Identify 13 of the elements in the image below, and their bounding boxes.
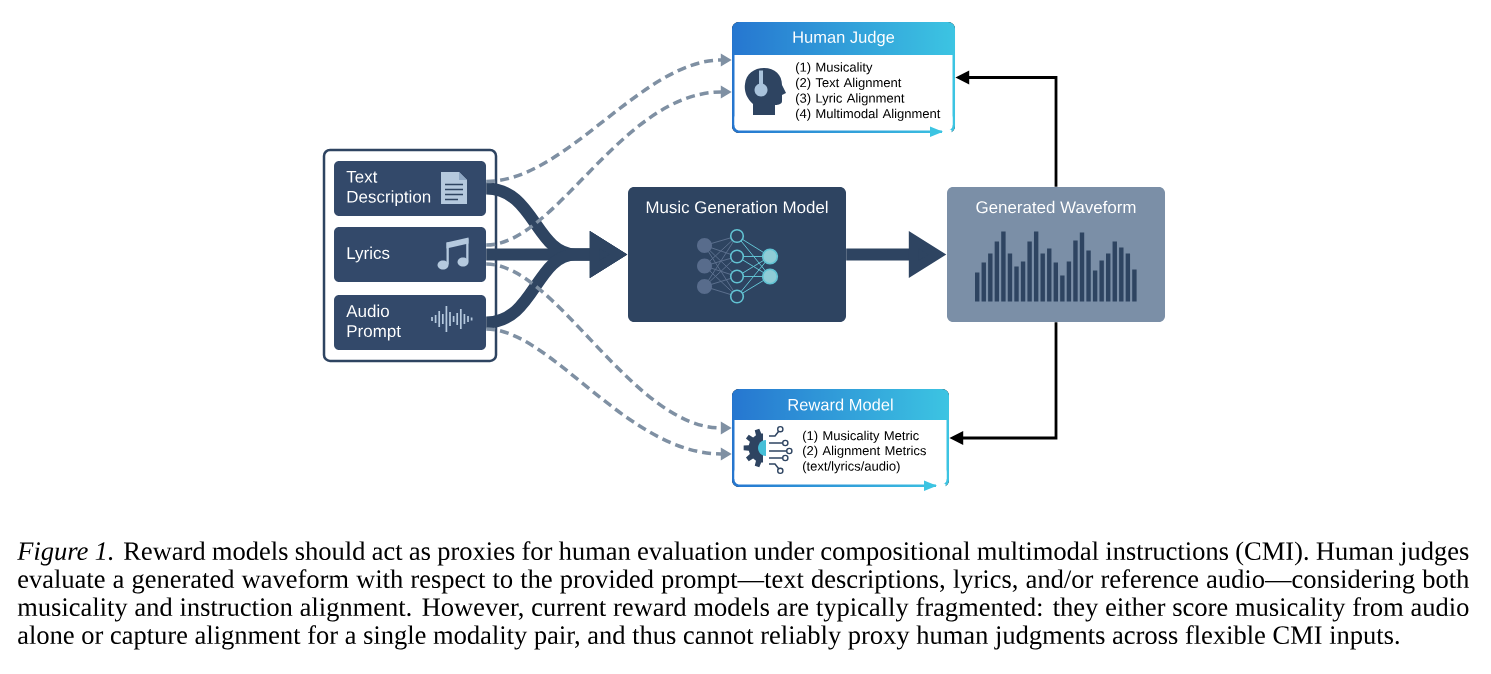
input-box: Text Description (334, 161, 486, 216)
card-title: Reward Model (788, 398, 893, 411)
caption: Figure 1. Reward models should act as proxies for human evaluation under compositional multimodal instructions (CMI). Human judges evaluate a generated waveform with respect to the provided prompt—text descriptions, lyrics, and/or reference audio—considering both musicality and instruction alignment. However, current reward models are typically fragmented: they either score musicality from audio alone or capture alignment for a single modality pair, and thus cannot reliably proxy human judgments across flexible CMI inputs. (17, 541, 1469, 650)
input-box: Lyrics (334, 227, 486, 282)
process-box: Music Generation Model (628, 187, 846, 322)
list-item: (4) Multimodal Alignment (796, 108, 941, 121)
list-item: (3) Lyric Alignment (796, 93, 905, 106)
list-item: (1) Musicality Metric (803, 430, 919, 443)
list-item: (2) Alignment Metrics (text/lyrics/audio) (803, 445, 926, 474)
card-title: Human Judge (793, 30, 895, 47)
list-item: (2) Text Alignment (796, 77, 902, 90)
list-item: (1) Musicality (796, 62, 873, 75)
input-box: Audio Prompt (334, 295, 486, 350)
